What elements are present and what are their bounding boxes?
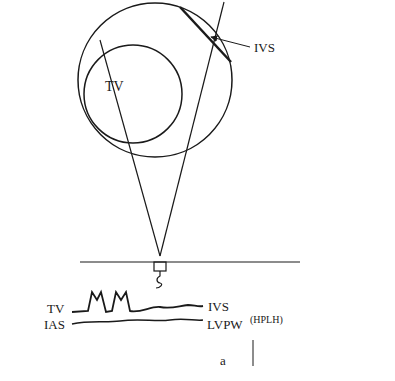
beam-line <box>160 2 224 256</box>
trace-note: (HPLH) <box>250 315 283 325</box>
transducer <box>154 262 166 271</box>
septum-trace <box>72 319 203 324</box>
callout-label: IVS <box>254 41 275 54</box>
trace-label: IVS <box>208 300 229 313</box>
leader-arrow <box>211 37 250 47</box>
trace-label: IAS <box>44 318 65 331</box>
structure-label: TV <box>105 80 124 94</box>
circle-outline <box>83 44 183 144</box>
transducer-cable <box>156 271 162 288</box>
heart-outline <box>78 3 232 157</box>
beam-line <box>100 40 160 256</box>
valve-circle: TV <box>83 44 183 144</box>
trace-label: LVPW <box>207 318 243 331</box>
chest-wall <box>80 261 300 262</box>
trace-label: TV <box>47 302 64 315</box>
septum-line <box>180 7 231 62</box>
panel-letter: a <box>220 354 226 367</box>
margin-mark <box>253 340 254 366</box>
tv-trace <box>72 292 203 312</box>
